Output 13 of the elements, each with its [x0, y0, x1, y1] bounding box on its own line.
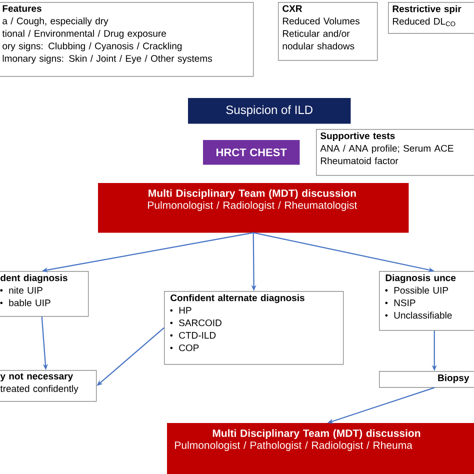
- info-box: Restrictive spir Reduced DL$_{CO}$: [388, 2, 474, 34]
- info-box: Supportive tests ANA / ANA profile; Serum ACE Rheumatoid factor: [316, 129, 474, 176]
- diagnosis-box: Confident alternate diagnosis HP SARCOID CTD-ILD COP: [164, 291, 344, 365]
- process-box: Multi Disciplinary Team (MDT) discussion Pulmonologist / Pathologist / Radiologist / Rheuma: [167, 423, 474, 474]
- result-box: y not necessary treated confidently: [0, 370, 97, 402]
- process-box: HRCT CHEST: [203, 140, 300, 165]
- diagnosis-box: dent diagnosis nite UIP bable UIP: [0, 271, 89, 317]
- info-box: CXR Reduced Volumes Reticular and/or nodular shadows: [278, 2, 378, 61]
- process-box: Multi Disciplinary Team (MDT) discussion Pulmonologist / Radiologist / Rheumatologist: [98, 183, 409, 233]
- process-box: Suspicion of ILD: [188, 98, 351, 124]
- info-box: Features a / Cough, especially dry tional / Environmental / Drug exposure ory signs: Clubbing / Cyanosis / Crackling lmonary signs: Skin / Joint / Eye / Other systems: [0, 2, 254, 77]
- process-box: Biopsy: [379, 371, 474, 388]
- diagnosis-box: Diagnosis unce Possible UIP NSIP Unclassifiable: [379, 271, 474, 331]
